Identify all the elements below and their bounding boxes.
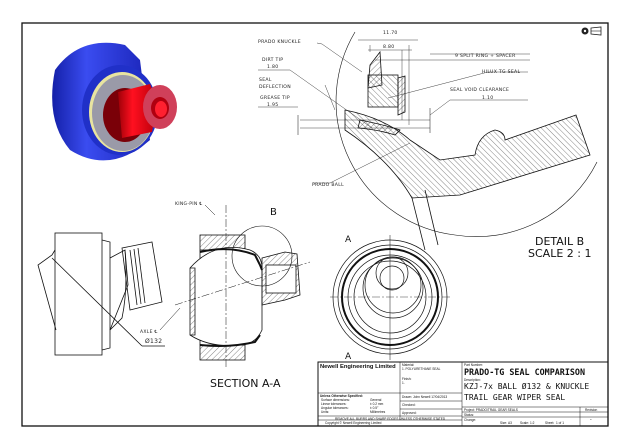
title-block-grid [317,361,609,427]
remove-burrs-note: REMOVE ALL BURRS AND SHARP EDGES UNLESS … [335,416,446,421]
tolerances-title: Unless Otherwise Specified: [320,394,363,398]
description-line-1: KZJ-7x BALL Ø132 & KNUCKLE [464,382,590,391]
dimension-8-80: 8.80 [383,44,394,50]
grease-tip-label: GREASE TIP [260,95,290,101]
approved-by: Approved: [402,411,417,415]
dimension-11-70: 11.70 [383,30,398,36]
sheet-border [21,22,609,427]
status-label: Status: [464,413,474,417]
sheet-label: Sheet: [545,421,555,425]
size-label: Size: [500,421,508,425]
part-number-label: Part Number: [464,363,483,367]
front-view [330,235,450,360]
third-angle-projection-icon [581,26,602,36]
prado-knuckle-label: PRADO KNUCKLE [258,39,301,45]
finish-value: 1. [402,381,405,385]
grease-tip-value: 1.95 [267,102,278,108]
side-view [37,232,165,356]
hilux-seal-label: HILUX TG SEAL [482,69,520,75]
tolerance-line-2: Linear tolerances: [321,402,347,406]
description-line-2: TRAIL GEAR WIPER SEAL [464,393,566,402]
project-name: Project: PRADO/TRAIL GEAR SEALS [464,408,518,412]
section-letter-bottom: A [345,352,352,362]
isometric-render [52,42,177,161]
material-value: 1. POLYURETHANE SEAL [402,367,441,371]
seal-deflection-label-2: DEFLECTION [259,84,291,90]
tolerance-value-4: Millimetres [370,410,386,414]
part-number: PRADO-TG SEAL COMPARISON [464,367,586,377]
revision-label: Revision [585,408,598,412]
detail-scale: SCALE 2 : 1 [528,247,591,260]
tolerance-line-1: Surface dimensions: [321,398,350,402]
tolerance-value-1: General [370,398,382,402]
section-letter-top: A [345,235,352,245]
leader-lines [258,42,530,184]
change-label: Change: [464,418,477,422]
size-value: A3 [508,421,512,425]
checked-by: Checked: [402,403,416,407]
drawn-by: Drawn: John Newell 17/04/2013 [402,395,448,399]
dirt-tip-label: DIRT TIP [262,57,283,63]
finish-label: Finish: [402,377,412,381]
section-title: SECTION A-A [210,377,281,390]
revision-value: - [590,417,592,423]
detail-callout-letter: B [270,207,277,218]
prado-ball-label: PRADO BALL [312,182,344,188]
company-name: Newell Engineering Limited [320,364,396,370]
sheet-value: 1 of 1 [556,421,564,425]
detail-b-view [297,31,598,251]
copyright-note: Copyright © Newell Engineering Limited [325,421,382,425]
section-a-a-view [159,204,311,368]
dirt-tip-value: 1.80 [267,64,278,70]
split-ring-label: 9 SPLIT RING + SPACER [455,53,516,59]
scale-value: 1:2 [530,421,535,425]
diameter-label: Ø132 [145,338,162,345]
tolerance-line-3: Angular tolerances: [321,406,349,410]
detail-title: DETAIL B [535,235,584,248]
axle-label: AXLE ℄ [140,329,158,335]
material-label: Material: [402,363,415,367]
tolerance-line-4: Units: [321,410,330,414]
tolerance-value-2: ± 0.2 mm [370,402,384,406]
king-pin-label: KING-PIN ℄ [175,201,202,207]
seal-void-value: 1.10 [482,95,493,101]
scale-label: Scale: [520,421,529,425]
tolerance-value-3: ± 0.5° [370,406,379,410]
description-label: Description: [464,378,481,382]
seal-void-label: SEAL VOID CLEARANCE [450,87,509,93]
seal-deflection-label-1: SEAL [259,77,272,83]
